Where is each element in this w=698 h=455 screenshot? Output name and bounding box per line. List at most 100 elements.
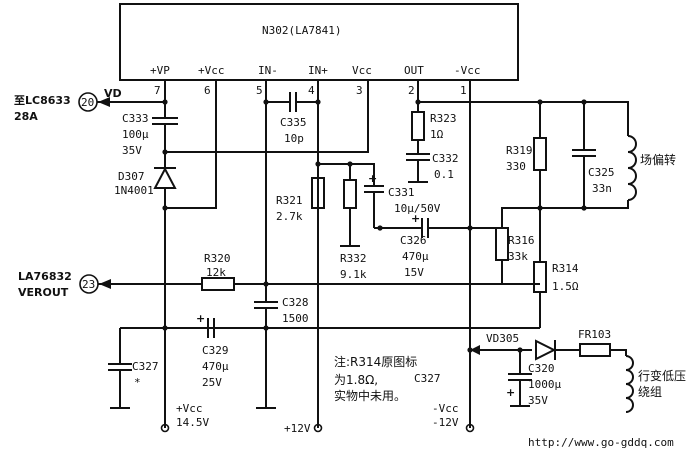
c326-plus: + [411, 212, 420, 225]
c335-capacitor [266, 92, 318, 112]
connector-20-num: 20 [81, 96, 94, 109]
r319-resistor [533, 137, 547, 171]
pin-3-num: 3 [356, 84, 363, 97]
verout-dest-sub: VEROUT [18, 286, 69, 299]
p12-label: +12V [284, 422, 311, 435]
r316-resistor [495, 227, 509, 261]
c333-capacitor [152, 102, 178, 152]
c320-plus: + [506, 386, 515, 399]
pin-7-name: +VP [150, 64, 170, 77]
r323-name: R323 [430, 112, 457, 125]
c328-name: C328 [282, 296, 309, 309]
r321-val: 2.7k [276, 210, 303, 223]
pin-4-name: IN+ [308, 64, 328, 77]
c329-val1: 470μ [202, 360, 229, 373]
d307-diode [153, 152, 177, 208]
pin-6-num: 6 [204, 84, 211, 97]
c328-capacitor [254, 284, 278, 409]
note-ref: C327 [414, 372, 441, 385]
r314-val: 1.5Ω [552, 280, 579, 293]
vd-arrow-icon [98, 97, 110, 107]
vd305-name: VD305 [486, 332, 519, 345]
pin-7-num: 7 [154, 84, 161, 97]
c329-name: C329 [202, 344, 229, 357]
c332-val: 0.1 [434, 168, 454, 181]
c331-capacitor [364, 185, 384, 228]
c332-name: C332 [432, 152, 459, 165]
r332-val: 9.1k [340, 268, 367, 281]
c326-val2: 15V [404, 266, 424, 279]
fr103-resistor [579, 343, 611, 357]
c320-val2: 35V [528, 394, 548, 407]
note-line2: 为1.8Ω, [334, 373, 378, 387]
r332-resistor [343, 179, 357, 209]
c325-name: C325 [588, 166, 615, 179]
pin-5-num: 5 [256, 84, 263, 97]
r319-val: 330 [506, 160, 526, 173]
c325-val: 33n [592, 182, 612, 195]
flyback-winding [625, 355, 634, 413]
r332-name: R332 [340, 252, 367, 265]
pin-6-name: +Vcc [198, 64, 225, 77]
note-line1: 注:R314原图标 [334, 354, 417, 369]
yoke-label: 场偏转 [640, 152, 676, 167]
connector-23-num: 23 [82, 278, 95, 291]
yoke-coil [627, 135, 637, 201]
flyback-label1: 行变低压 [638, 368, 686, 383]
r321-resistor [311, 177, 325, 209]
vd305-arrow-icon [470, 345, 480, 355]
verout-dest-label: LA76832 [18, 270, 72, 283]
c327-val: * [134, 376, 141, 389]
r316-name: R316 [508, 234, 535, 247]
c329-plus: + [196, 312, 205, 325]
vd-signal-label: VD [104, 87, 122, 100]
c320-name: C320 [528, 362, 555, 375]
pin-3-name: Vcc [352, 64, 372, 77]
verout-arrow-icon [99, 279, 111, 289]
r314-resistor [533, 261, 547, 293]
r320-name: R320 [204, 252, 231, 265]
r321-name: R321 [276, 194, 303, 207]
vd-dest-label: 至LC8633 [14, 94, 71, 107]
neg-label: -Vcc [432, 402, 459, 415]
vcc-value: 14.5V [176, 416, 209, 429]
vcc-label: +Vcc [176, 402, 203, 415]
c326-capacitor [421, 218, 502, 238]
neg-value: -12V [432, 416, 459, 429]
c335-name: C335 [280, 116, 307, 129]
pin-4-num: 4 [308, 84, 315, 97]
c333-name: C333 [122, 112, 149, 125]
c326-name: C326 [400, 234, 427, 247]
fr103-name: FR103 [578, 328, 611, 341]
pin-2-name: OUT [404, 64, 424, 77]
r320-resistor [201, 277, 235, 291]
note-line3: 实物中未用。 [334, 388, 406, 403]
vcc-terminal [160, 423, 170, 433]
r320-val: 12k [206, 266, 226, 279]
c331-val: 10μ/50V [394, 202, 441, 215]
flyback-label2: 绕组 [638, 385, 662, 399]
vd-dest-sub: 28A [14, 110, 38, 123]
c335-val: 10p [284, 132, 304, 145]
r319-name: R319 [506, 144, 533, 157]
c331-plus: + [368, 172, 377, 185]
neg-terminal [465, 423, 475, 433]
c326-val1: 470μ [402, 250, 429, 263]
r323-resistor [411, 111, 425, 141]
ic-label: N302(LA7841) [262, 24, 341, 37]
pin-2-num: 2 [408, 84, 415, 97]
c327-name: C327 [132, 360, 159, 373]
p12-terminal [313, 423, 323, 433]
c333-val1: 100μ [122, 128, 149, 141]
c328-val: 1500 [282, 312, 309, 325]
c320-val1: 1000μ [528, 378, 561, 391]
r316-val: 33k [508, 250, 528, 263]
c331-name: C331 [388, 186, 415, 199]
r314-name: R314 [552, 262, 579, 275]
c329-capacitor [165, 318, 266, 338]
pin-1-name: -Vcc [454, 64, 481, 77]
d307-name: D307 [118, 170, 145, 183]
vd305-diode [535, 339, 580, 361]
pin-5-name: IN- [258, 64, 278, 77]
